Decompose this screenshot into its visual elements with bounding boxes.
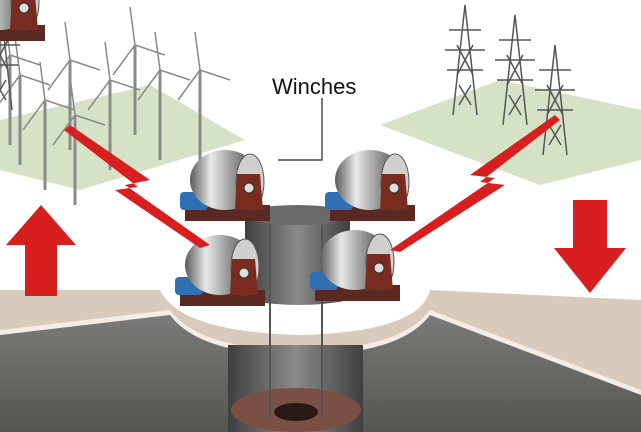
- turbine-field: [0, 85, 245, 190]
- down-arrow-icon: [554, 200, 626, 293]
- pylon-field: [380, 80, 641, 185]
- winches-label: Winches: [272, 74, 357, 99]
- lightning-icon: [64, 115, 560, 252]
- ground-edge: [0, 290, 641, 390]
- up-arrow-icon: [6, 205, 76, 296]
- callout-line: [278, 98, 323, 161]
- winch-icon: [0, 0, 416, 307]
